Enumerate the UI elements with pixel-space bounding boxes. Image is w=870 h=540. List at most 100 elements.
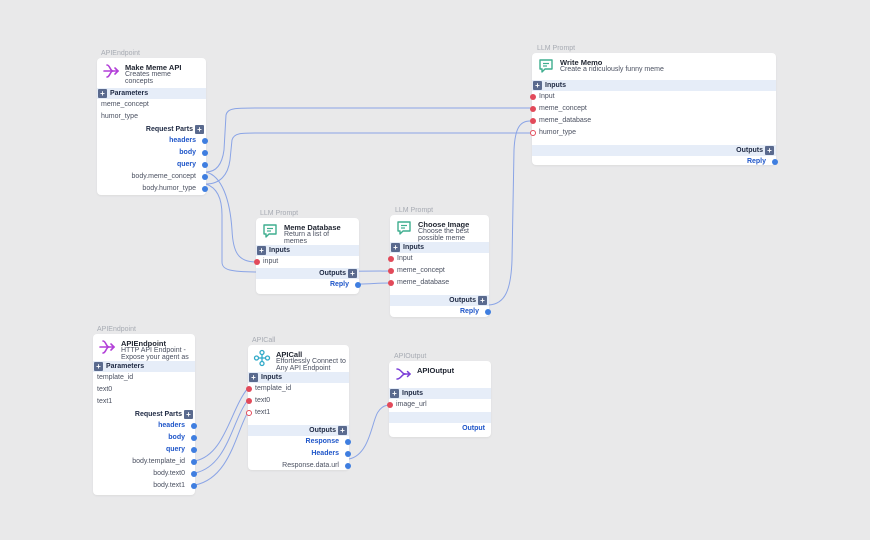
output-port[interactable] bbox=[191, 423, 197, 429]
choose-image-node[interactable]: Choose Image Choose the best possible me… bbox=[388, 215, 491, 318]
add-output-button[interactable]: + bbox=[478, 296, 487, 305]
output-port[interactable] bbox=[485, 309, 491, 315]
add-input-button[interactable]: + bbox=[533, 81, 542, 90]
add-input-button[interactable]: + bbox=[391, 243, 400, 252]
output-port[interactable] bbox=[202, 150, 208, 156]
api-output-node[interactable]: APIOutput +Inputs image_url Output bbox=[387, 361, 491, 437]
param-humor-type[interactable]: humor_type bbox=[101, 113, 138, 120]
outputs-section[interactable]: Outputs+ bbox=[248, 425, 349, 436]
api-call-node[interactable]: APICall Effortlessly Connect to Any API … bbox=[246, 345, 351, 472]
input-port[interactable] bbox=[530, 130, 536, 136]
output-headers[interactable]: headers bbox=[97, 135, 208, 147]
output-headers[interactable]: Headers bbox=[248, 448, 351, 460]
param-text0[interactable]: text0 bbox=[97, 386, 113, 393]
output-body-meme-concept[interactable]: body.meme_concept bbox=[97, 171, 208, 183]
output-body-template-id[interactable]: body.template_id bbox=[93, 456, 197, 468]
output-port[interactable] bbox=[191, 483, 197, 489]
outputs-section[interactable]: Outputs+ bbox=[532, 145, 776, 156]
output-port[interactable] bbox=[202, 174, 208, 180]
output-response[interactable]: Response bbox=[248, 436, 351, 448]
inputs-section[interactable]: +Inputs bbox=[390, 242, 489, 253]
input-port[interactable] bbox=[246, 386, 252, 392]
input-text0[interactable]: text0 bbox=[246, 395, 349, 407]
output-response-data-url[interactable]: Response.data.url bbox=[248, 460, 351, 472]
add-output-button[interactable]: + bbox=[348, 269, 357, 278]
output-body[interactable]: body bbox=[97, 147, 208, 159]
input-meme-concept[interactable]: meme_concept bbox=[388, 265, 489, 277]
input-meme-database[interactable]: meme_database bbox=[530, 115, 776, 127]
input-text1[interactable]: text1 bbox=[246, 407, 349, 419]
input-port[interactable] bbox=[388, 268, 394, 274]
output-port[interactable] bbox=[191, 435, 197, 441]
add-parameter-button[interactable]: + bbox=[98, 89, 107, 98]
output-port[interactable] bbox=[355, 282, 361, 288]
add-output-button[interactable]: + bbox=[338, 426, 347, 435]
input-input[interactable]: Input bbox=[388, 253, 489, 265]
add-input-button[interactable]: + bbox=[257, 246, 266, 255]
write-memo-node[interactable]: Write Memo Create a ridiculously funny m… bbox=[530, 53, 778, 168]
output-port[interactable] bbox=[202, 162, 208, 168]
input-port[interactable] bbox=[387, 402, 393, 408]
add-input-button[interactable]: + bbox=[249, 373, 258, 382]
input-image-url[interactable]: image_url bbox=[387, 399, 491, 411]
inputs-section[interactable]: +Inputs bbox=[248, 372, 349, 383]
output-port[interactable] bbox=[345, 439, 351, 445]
output-query[interactable]: query bbox=[97, 159, 208, 171]
request-parts-section[interactable]: Request Parts+ bbox=[93, 409, 195, 420]
meme-database-node[interactable]: Meme Database Return a list of memes +In… bbox=[254, 218, 361, 294]
input-port[interactable] bbox=[246, 398, 252, 404]
param-meme-concept[interactable]: meme_concept bbox=[101, 101, 149, 108]
api-endpoint-node[interactable]: APIEndpoint HTTP API Endpoint - Expose y… bbox=[93, 334, 197, 495]
add-request-part-button[interactable]: + bbox=[195, 125, 204, 134]
node-description: Return a list of memes bbox=[284, 231, 330, 245]
output-port[interactable] bbox=[772, 159, 778, 165]
inputs-section[interactable]: +Inputs bbox=[389, 388, 491, 399]
inputs-section[interactable]: +Inputs bbox=[532, 80, 776, 91]
output-headers[interactable]: headers bbox=[93, 420, 197, 432]
output-reply[interactable]: Reply bbox=[256, 279, 361, 291]
input-port[interactable] bbox=[254, 259, 260, 265]
input-input[interactable]: input bbox=[254, 256, 359, 268]
parameters-section[interactable]: +Parameters bbox=[97, 88, 206, 99]
output-reply[interactable]: Reply bbox=[532, 156, 778, 168]
parameters-section[interactable]: +Parameters bbox=[93, 361, 195, 372]
output-body-text1[interactable]: body.text1 bbox=[93, 480, 197, 492]
add-input-button[interactable]: + bbox=[390, 389, 399, 398]
input-port[interactable] bbox=[530, 94, 536, 100]
input-template-id[interactable]: template_id bbox=[246, 383, 349, 395]
outputs-section[interactable]: Outputs+ bbox=[256, 268, 359, 279]
input-meme-concept[interactable]: meme_concept bbox=[530, 103, 776, 115]
output-body-text0[interactable]: body.text0 bbox=[93, 468, 197, 480]
wire-text0 bbox=[194, 399, 249, 474]
outputs-section[interactable]: Outputs+ bbox=[390, 295, 489, 306]
add-output-button[interactable]: + bbox=[765, 146, 774, 155]
output-port[interactable] bbox=[191, 471, 197, 477]
add-parameter-button[interactable]: + bbox=[94, 362, 103, 371]
add-request-part-button[interactable]: + bbox=[184, 410, 193, 419]
output-port[interactable] bbox=[191, 459, 197, 465]
input-port[interactable] bbox=[246, 410, 252, 416]
output-port[interactable] bbox=[191, 447, 197, 453]
node-title: Meme Database bbox=[284, 223, 341, 232]
output-reply[interactable]: Reply bbox=[390, 306, 491, 318]
input-port[interactable] bbox=[530, 106, 536, 112]
output-query[interactable]: query bbox=[93, 444, 197, 456]
output-port[interactable] bbox=[345, 463, 351, 469]
request-parts-section[interactable]: Request Parts+ bbox=[97, 124, 206, 135]
output-body-humor-type[interactable]: body.humor_type bbox=[97, 183, 208, 195]
output-port[interactable] bbox=[345, 451, 351, 457]
inputs-section[interactable]: +Inputs bbox=[256, 245, 359, 256]
param-text1[interactable]: text1 bbox=[97, 398, 113, 405]
input-input[interactable]: Input bbox=[530, 91, 776, 103]
param-template-id[interactable]: template_id bbox=[97, 374, 134, 381]
output-port[interactable] bbox=[202, 138, 208, 144]
output-body[interactable]: body bbox=[93, 432, 197, 444]
network-nodes-icon bbox=[253, 349, 271, 367]
input-port[interactable] bbox=[388, 256, 394, 262]
input-meme-database[interactable]: meme_database bbox=[388, 277, 489, 289]
input-port[interactable] bbox=[530, 118, 536, 124]
output-port[interactable] bbox=[202, 186, 208, 192]
input-humor-type[interactable]: humor_type bbox=[530, 127, 776, 139]
input-port[interactable] bbox=[388, 280, 394, 286]
make-meme-api-node[interactable]: Make Meme API Creates meme concepts +Par… bbox=[97, 58, 208, 195]
